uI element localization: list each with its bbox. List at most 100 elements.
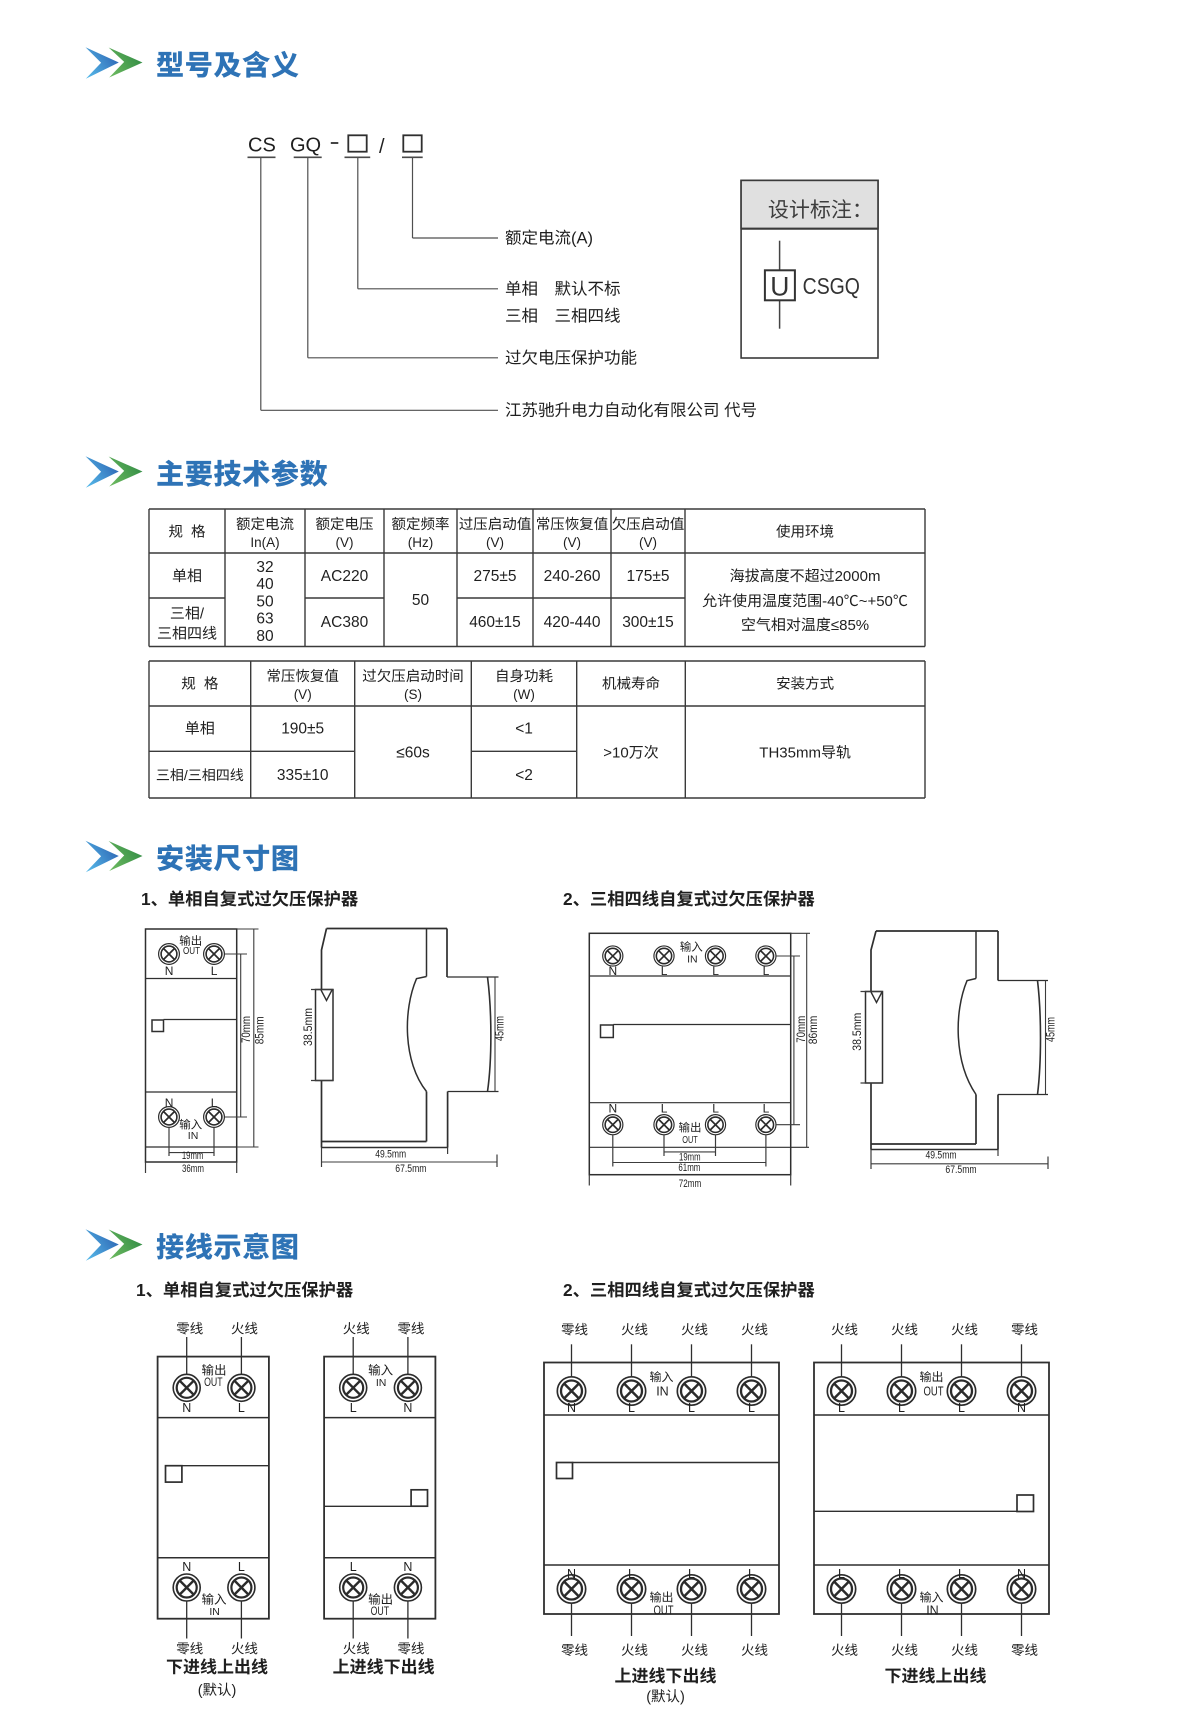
svg-text:L: L [712,964,719,978]
svg-text:L: L [763,1102,770,1116]
svg-text:N: N [1017,1401,1026,1415]
svg-text:/: / [200,606,205,623]
svg-text:IN: IN [926,1604,939,1618]
svg-text:70mm: 70mm [796,1016,808,1043]
svg-text:19mm: 19mm [679,1152,701,1164]
svg-text:N: N [1017,1567,1026,1581]
svg-text:240-260: 240-260 [544,568,601,585]
svg-text:61mm: 61mm [678,1162,700,1174]
svg-text:(V): (V) [336,535,354,550]
svg-text:L: L [748,1567,755,1581]
svg-text:(: ( [646,1689,651,1705]
svg-text:L: L [763,964,770,978]
svg-text:L: L [350,1401,357,1415]
svg-text:460±15: 460±15 [469,614,521,631]
svg-text:(W): (W) [513,687,535,702]
svg-text:OUT: OUT [371,1604,390,1618]
svg-text:L: L [211,1096,218,1110]
svg-text:1: 1 [136,1280,146,1300]
svg-text:OUT: OUT [183,945,200,957]
svg-text:L: L [898,1567,905,1581]
svg-text:72mm: 72mm [679,1178,702,1190]
svg-text:L: L [898,1401,905,1415]
svg-text:L: L [238,1401,245,1415]
svg-text:L: L [661,964,668,978]
svg-text:N: N [403,1560,412,1574]
svg-text:L: L [211,964,218,978]
svg-text:IN: IN [687,953,698,965]
svg-text:(V): (V) [294,687,312,702]
svg-text:OUT: OUT [924,1385,944,1399]
svg-text:U: U [770,271,789,301]
svg-text:80: 80 [256,628,274,645]
svg-text:67.5mm: 67.5mm [395,1163,426,1175]
svg-text:N: N [609,1102,618,1116]
svg-text:420-440: 420-440 [544,614,601,631]
svg-text:85mm: 85mm [255,1016,267,1044]
svg-text:N: N [567,1401,576,1415]
svg-text:L: L [688,1567,695,1581]
svg-text:63: 63 [256,611,273,628]
svg-text:L: L [628,1567,635,1581]
svg-text:2: 2 [563,1280,573,1300]
svg-text:AC380: AC380 [321,614,369,631]
svg-text:L: L [958,1567,965,1581]
svg-text:<1: <1 [515,721,533,738]
svg-text:49.5mm: 49.5mm [375,1149,406,1161]
svg-text:2: 2 [563,889,573,909]
svg-text:OUT: OUT [204,1375,223,1389]
svg-text:>10: >10 [603,745,628,762]
svg-text:N: N [165,1096,174,1110]
svg-text:L: L [661,1102,668,1116]
svg-text:275±5: 275±5 [474,568,517,585]
svg-text:CSGQ: CSGQ [803,273,860,299]
svg-text:CS: CS [248,135,276,157]
svg-text:OUT: OUT [682,1134,698,1146]
svg-text:L: L [958,1401,965,1415]
svg-text:): ) [232,1683,237,1699]
svg-text:N: N [567,1567,576,1581]
svg-text:≤85%: ≤85% [831,617,869,634]
svg-text:~+50: ~+50 [859,593,893,610]
svg-text:TH35mm: TH35mm [759,745,821,762]
svg-text:IN: IN [209,1606,220,1618]
svg-text:IN: IN [656,1385,669,1399]
svg-text:N: N [403,1401,412,1415]
svg-text:<2: <2 [515,767,533,784]
svg-text:IN: IN [188,1130,199,1142]
svg-text:/: / [184,767,188,783]
svg-text:190±5: 190±5 [281,721,324,738]
svg-text:L: L [238,1560,245,1574]
svg-text:L: L [688,1401,695,1415]
svg-text:2000m: 2000m [835,568,881,585]
svg-text:L: L [748,1401,755,1415]
svg-text:36mm: 36mm [182,1163,204,1175]
svg-text:50: 50 [256,593,274,610]
svg-text:(A): (A) [571,230,593,248]
svg-text:AC220: AC220 [321,568,369,585]
svg-text:(V): (V) [486,535,504,550]
svg-text:70mm: 70mm [241,1016,253,1043]
svg-text:N: N [609,964,618,978]
svg-text:(V): (V) [639,535,657,550]
svg-text:L: L [628,1401,635,1415]
svg-text:L: L [712,1102,719,1116]
svg-text:GQ: GQ [290,135,321,157]
svg-text:300±15: 300±15 [622,614,674,631]
svg-text:19mm: 19mm [182,1150,204,1162]
svg-text:-40: -40 [822,593,844,610]
svg-text:N: N [182,1560,191,1574]
svg-text:49.5mm: 49.5mm [926,1150,957,1162]
svg-text:N: N [182,1401,191,1415]
svg-text:32: 32 [256,559,273,576]
svg-text:L: L [838,1401,845,1415]
svg-text:(S): (S) [404,687,422,702]
svg-text:45mm: 45mm [494,1016,506,1041]
svg-text:N: N [165,964,174,978]
svg-text:/: / [379,136,385,158]
svg-text:(: ( [198,1683,203,1699]
svg-text:50: 50 [412,592,430,609]
svg-text:45mm: 45mm [1046,1017,1058,1042]
svg-text:OUT: OUT [654,1604,674,1618]
svg-text:(V): (V) [563,535,581,550]
